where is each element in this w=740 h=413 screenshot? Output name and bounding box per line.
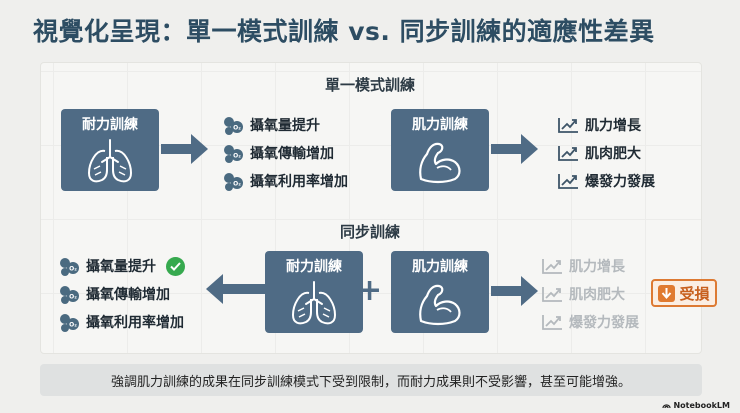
page-title: 視覺化呈現：單一模式訓練 vs. 同步訓練的適應性差異: [33, 17, 655, 46]
single-endurance-box: 耐力訓練: [61, 109, 159, 191]
flexed-arm-icon: [419, 142, 461, 184]
flexed-arm-icon: [419, 284, 461, 326]
lungs-icon: [88, 139, 132, 183]
brand-logo: NotebookLM: [662, 401, 730, 410]
arrow-right-icon: [491, 134, 538, 164]
oxygen-molecule-icon: [224, 117, 243, 135]
list-item: 肌肉肥大: [557, 143, 641, 163]
box-title: 肌力訓練: [412, 259, 468, 275]
check-circle-icon: [166, 256, 185, 276]
list-item: 攝氧利用率增加: [58, 312, 184, 332]
down-arrow-icon: [658, 284, 676, 302]
box-title: 耐力訓練: [82, 117, 138, 133]
impaired-badge: 受損: [651, 279, 717, 307]
list-item: 爆發力發展: [557, 171, 655, 191]
brand-icon: [662, 404, 672, 409]
single-strength-box: 肌力訓練: [391, 109, 489, 191]
arrow-right-icon: [491, 276, 538, 306]
concurrent-label: 同步訓練: [339, 223, 401, 241]
list-item: 攝氧量提升: [58, 256, 185, 276]
trend-up-icon: [542, 258, 563, 274]
trend-up-icon: [542, 286, 563, 302]
plus-sign: +: [357, 273, 383, 308]
oxygen-molecule-icon: [60, 314, 79, 332]
arrow-left-icon: [206, 274, 265, 304]
concurrent-endurance-box: 耐力訓練: [265, 251, 363, 333]
single-mode-label: 單一模式訓練: [324, 76, 416, 94]
trend-up-icon: [558, 173, 579, 189]
list-item: 攝氧傳輸增加: [58, 284, 170, 304]
box-title: 肌力訓練: [412, 117, 468, 133]
oxygen-molecule-icon: [224, 173, 243, 191]
list-item: 爆發力發展: [541, 312, 639, 332]
impaired-label: 受損: [679, 284, 710, 303]
oxygen-molecule-icon: [60, 258, 79, 276]
trend-up-icon: [542, 314, 563, 330]
trend-up-icon: [558, 117, 579, 133]
lungs-icon: [292, 281, 336, 325]
list-item: 肌肉肥大: [541, 284, 625, 304]
box-title: 耐力訓練: [286, 259, 342, 275]
list-item: 攝氧傳輸增加: [222, 143, 334, 163]
oxygen-molecule-icon: [60, 286, 79, 304]
footer-caption: 強調肌力訓練的成果在同步訓練模式下受到限制，而耐力成果則不受影響，甚至可能增強。: [40, 364, 702, 396]
trend-up-icon: [558, 145, 579, 161]
oxygen-molecule-icon: [224, 145, 243, 163]
list-item: 肌力增長: [541, 256, 625, 276]
arrow-right-icon: [161, 134, 208, 164]
list-item: 攝氧利用率增加: [222, 171, 348, 191]
list-item: 攝氧量提升: [222, 115, 320, 135]
list-item: 肌力增長: [557, 115, 641, 135]
concurrent-strength-box: 肌力訓練: [391, 251, 489, 333]
diagram-panel: [40, 62, 702, 354]
